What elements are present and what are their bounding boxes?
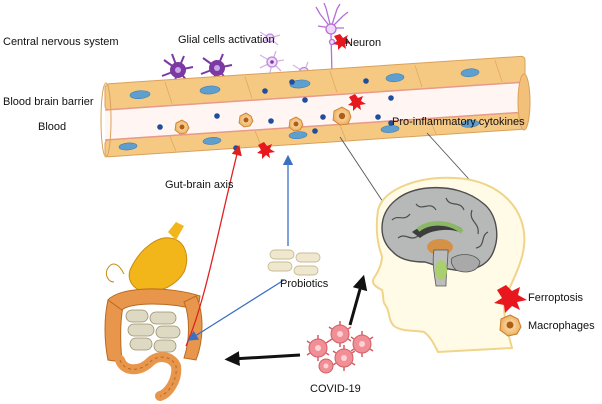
neuron-ferroptosis-icon — [333, 34, 351, 50]
zoom-line-left — [339, 136, 388, 209]
covid-to-brain-arrow — [348, 274, 368, 326]
central-nervous-system-label: Central nervous system — [3, 36, 119, 48]
glial-cells-activation-label: Glial cells activation — [178, 34, 275, 46]
blood-brain-barrier-label: Blood brain barrier — [3, 96, 94, 108]
pro-inflammatory-cytokines-label: Pro-inflammatory cytokines — [392, 116, 525, 128]
head-with-brain — [372, 176, 526, 354]
gut-brain-axis-arrow — [185, 144, 242, 347]
ferroptosis-icon-vessel-bottom — [257, 142, 275, 159]
covid-19-label: COVID-19 — [310, 383, 361, 395]
legend-macrophages-label: Macrophages — [528, 320, 595, 332]
probiotics-capsules — [267, 249, 321, 276]
macrophages-in-blood — [174, 106, 352, 135]
gut — [104, 222, 203, 401]
neuron-label: Neuron — [345, 37, 382, 49]
legend-macrophage-icon — [499, 314, 522, 337]
probiotics-label: Probiotics — [280, 278, 329, 290]
legend-ferroptosis-label: Ferroptosis — [528, 292, 584, 304]
legend-ferroptosis-icon — [494, 285, 527, 313]
covid-virus-particles — [306, 321, 374, 374]
ferroptosis-icon-vessel-top — [348, 94, 366, 111]
blood-vessel — [100, 55, 531, 158]
covid-to-gut-arrow — [224, 351, 301, 367]
neuron — [315, 2, 349, 88]
probiotics-to-gut-arrow — [187, 279, 285, 341]
blood-label: Blood — [38, 121, 67, 133]
gut-brain-axis-label: Gut-brain axis — [165, 179, 234, 191]
